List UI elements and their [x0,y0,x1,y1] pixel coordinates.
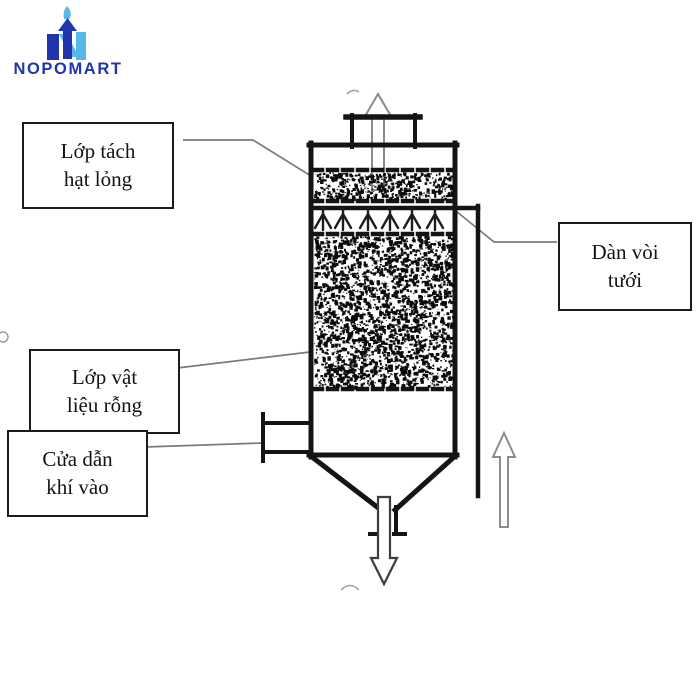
leader-line-mist-separator [183,139,312,177]
nopomart-logo: NOPOMART [8,4,128,82]
leader-line-spray-nozzles [455,210,557,243]
watermark-arc-top-artifact [346,89,360,95]
nopomart-logo-text: NOPOMART [13,60,123,78]
label-gas-inlet-port: Cửa dẫn khí vào [7,430,148,517]
tower-outline [261,113,481,536]
watermark-circle-artifact [0,331,9,343]
drain-cone-walls [308,453,458,514]
chimney-neck-walls [350,113,417,149]
gas-inlet-stub-walls [261,421,313,454]
mist-separator-speckle-texture [314,172,454,202]
watermark-arc-artifact [340,584,360,591]
label-gas-inlet-line1: Cửa dẫn [42,447,113,472]
gas-flow-up-arrow-icon [491,430,517,528]
label-spray-nozzle-line2: tưới [607,267,643,292]
packing-material-speckle-texture [314,236,456,391]
label-packing-line2: liệu rỗng [66,392,143,417]
layer-boundary-dashes [310,167,456,392]
label-mist-separator-line1: Lớp tách [60,139,136,164]
nopomart-logo-mark-icon [47,6,86,60]
label-packing-line1: Lớp vật [71,365,138,390]
watermark-artifacts [0,89,360,591]
label-spray-nozzle-array: Dàn vòi tưới [558,222,692,311]
leader-line-packing [176,351,311,369]
label-gas-inlet-line2: khí vào [46,474,109,499]
label-packing-material-layer: Lớp vật liệu rỗng [29,349,180,434]
liquid-drain-down-arrow-icon [369,495,399,587]
label-mist-separator-line2: hạt lỏng [63,166,133,191]
leader-line-gas-inlet [144,442,264,448]
label-spray-nozzle-line1: Dàn vòi [591,240,659,265]
label-mist-separator-layer: Lớp tách hạt lỏng [22,122,174,209]
leader-lines [144,139,557,448]
spray-nozzles-icon [313,206,445,232]
